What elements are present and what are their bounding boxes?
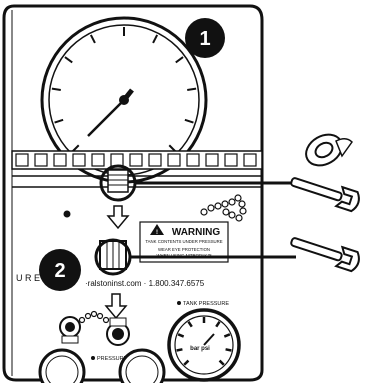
callout-badge-2: 2 <box>39 249 81 291</box>
rail-slot <box>72 153 86 167</box>
gauge-tick <box>89 34 96 44</box>
gauge-tick <box>54 118 64 124</box>
warning-title: WARNING <box>172 227 221 238</box>
gauge-tick <box>175 56 184 64</box>
wrench-icon <box>290 177 360 213</box>
tank-pressure-label: TANK PRESSURE <box>183 301 229 307</box>
quick-connect-fitting <box>59 316 81 344</box>
bottom-gauge-left <box>38 348 86 383</box>
svg-text:!: ! <box>156 230 158 236</box>
gauge-tick <box>177 333 185 338</box>
gauge-tick <box>64 56 73 64</box>
website-text: ·ralstoninst.com · 1.800.347.6575 <box>85 279 205 288</box>
gauge-tick <box>223 333 231 338</box>
warning-line-1: TANK CONTENTS UNDER PRESSURE <box>145 239 222 244</box>
rail-slot <box>15 153 29 167</box>
gauge-tick <box>183 359 190 366</box>
rail-slot <box>129 153 143 167</box>
warning-line-2: WEAR EYE PROTECTION <box>158 247 210 252</box>
gauge-tick <box>51 87 61 91</box>
mounting-rail <box>11 150 263 188</box>
gauge-tick <box>215 321 221 328</box>
gauge-needle <box>87 99 125 137</box>
rail-slot <box>243 153 257 167</box>
gauge-tick <box>176 348 183 352</box>
bottom-gauge-right <box>118 348 166 383</box>
chain-links-lower <box>78 310 110 324</box>
small-gauge-text: bar psi <box>190 346 210 352</box>
gauge-tick <box>187 321 193 328</box>
gauge-tick <box>187 87 197 91</box>
rail-slot <box>91 153 105 167</box>
chain-links <box>200 194 247 222</box>
down-arrow-icon <box>106 205 130 230</box>
rail-slot <box>186 153 200 167</box>
gauge-tick <box>152 34 159 44</box>
rail-slot <box>110 153 124 167</box>
warning-triangle-icon <box>150 224 164 235</box>
callout-number-1: 1 <box>199 28 210 50</box>
rail-slot <box>224 153 238 167</box>
callout-badge-1: 1 <box>185 18 225 58</box>
callout-number-2: 2 <box>54 260 65 282</box>
side-letters: U R E S <box>16 273 49 283</box>
gauge-tick <box>184 118 194 124</box>
gauge-tick <box>225 348 232 352</box>
wrench-icon <box>290 237 360 273</box>
screw-icon <box>63 210 71 218</box>
rail-slot <box>205 153 219 167</box>
warning-label: ! WARNING TANK CONTENTS UNDER PRESSURE W… <box>139 221 229 263</box>
rail-slot <box>167 153 181 167</box>
tape-roll-icon <box>305 133 353 167</box>
down-arrow-icon <box>104 293 128 320</box>
gauge-tick <box>218 359 225 366</box>
rail-slot <box>148 153 162 167</box>
pressure-port-fitting <box>106 317 130 346</box>
rail-slot <box>53 153 67 167</box>
rail-slot <box>34 153 48 167</box>
threaded-fitting-middle <box>94 238 132 276</box>
tank-pressure-gauge: bar psi <box>167 308 241 382</box>
pressure-port-label: PRESSURE PORT <box>97 356 145 362</box>
